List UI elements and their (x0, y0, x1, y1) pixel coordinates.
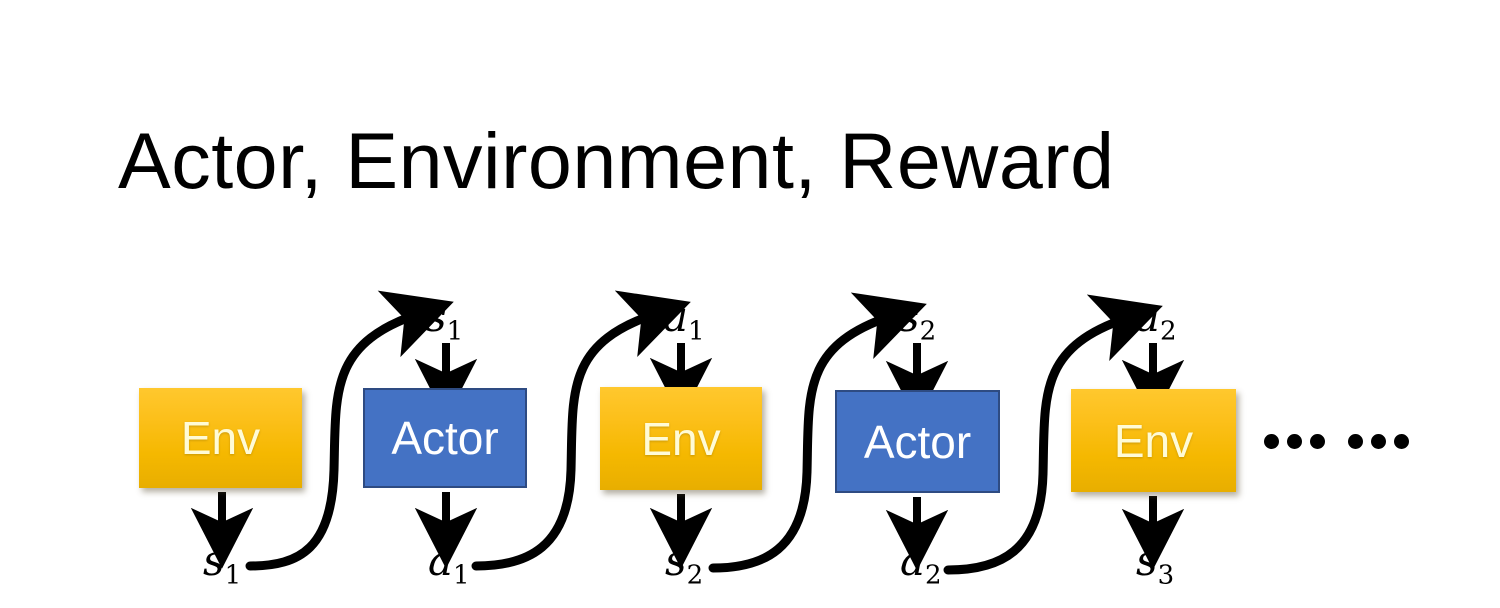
ellipsis-dot (1264, 434, 1279, 449)
node-env-1[interactable]: Env (139, 388, 302, 488)
vertical-arrows (190, 343, 1185, 571)
node-env-2[interactable]: Env (600, 387, 762, 490)
curve-a2 (943, 294, 1163, 575)
node-label: Env (180, 412, 261, 464)
math-label-bot-s2: s2 (665, 536, 704, 591)
math-label-bot-a1: a1 (428, 536, 470, 591)
node-env-3[interactable]: Env (1071, 389, 1236, 492)
math-label-bot-a2: a2 (900, 536, 942, 591)
ellipsis-dot (1371, 434, 1386, 449)
node-label: Env (641, 412, 721, 465)
math-label-top-a1: a1 (663, 292, 705, 347)
math-label-bot-s3: s3 (1136, 536, 1175, 591)
ellipsis-gap (1333, 441, 1340, 442)
ellipsis-dot (1394, 434, 1409, 449)
ellipsis-dot (1310, 434, 1325, 449)
curve-a1 (471, 290, 691, 571)
node-label: Actor (863, 415, 972, 468)
curve-s1 (245, 290, 454, 571)
continuation-ellipsis (1264, 434, 1409, 449)
feedback-curves (245, 290, 1163, 575)
node-actor-2[interactable]: Actor (835, 390, 1000, 493)
curve-s2 (708, 292, 927, 573)
node-label: Env (1113, 414, 1194, 467)
math-label-top-s1: s1 (425, 292, 464, 347)
ellipsis-dot (1348, 434, 1363, 449)
node-label: Actor (391, 412, 499, 464)
math-label-top-a2: a2 (1135, 292, 1177, 347)
node-actor-1[interactable]: Actor (363, 388, 527, 488)
math-label-top-s2: s2 (898, 292, 937, 347)
page-title: Actor, Environment, Reward (118, 116, 1115, 205)
math-label-bot-s1: s1 (203, 536, 242, 591)
ellipsis-dot (1287, 434, 1302, 449)
